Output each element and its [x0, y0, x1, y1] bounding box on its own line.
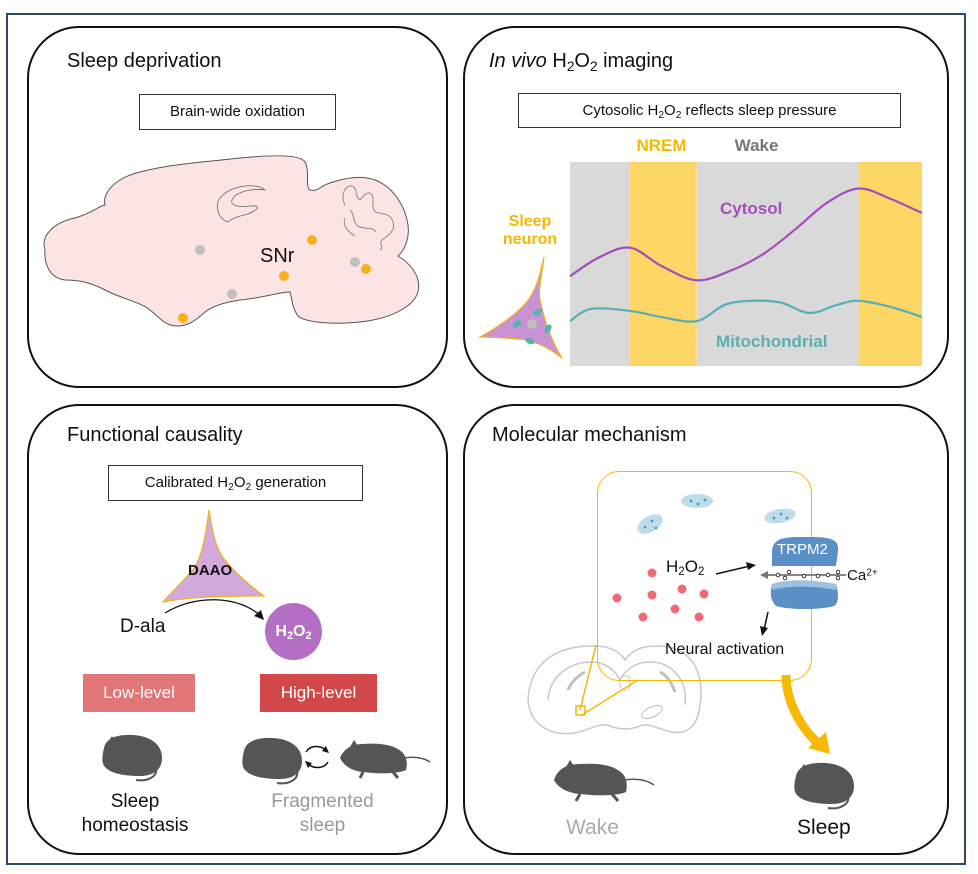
product-h: H	[275, 623, 287, 640]
low-level-badge: Low-level	[83, 674, 195, 712]
trpm2-label: TRPM2	[777, 541, 828, 558]
cerebellum-folia	[342, 185, 395, 251]
calibrated-h2o2-box: Calibrated H2O2 generation	[108, 465, 363, 501]
h2o2-label: H2O2	[666, 557, 705, 579]
series-label-mitochondrial: Mitochondrial	[716, 332, 828, 351]
panel-title-imaging: In vivo H2O2 imaging	[489, 50, 673, 73]
state-band-nrem	[629, 162, 697, 366]
title-in-vivo: In vivo	[489, 50, 547, 72]
series-label-cytosol: Cytosol	[720, 199, 783, 218]
sleeping-mouse-icon	[242, 737, 302, 785]
high-level-badge: High-level	[260, 674, 377, 712]
title-h: H	[552, 50, 567, 72]
sleep-label: Sleep	[797, 816, 851, 839]
title-o: O	[574, 50, 590, 72]
h2o2-sub: 2	[678, 566, 685, 579]
state-band-wake	[696, 162, 859, 366]
awake-mouse-icon	[340, 740, 431, 779]
activation-arrow	[763, 611, 769, 631]
wake-label: Wake	[566, 816, 619, 839]
daao-neuron-icon	[161, 509, 266, 603]
sleep-neuron-label-line1: Sleep	[508, 213, 552, 230]
title-rest: imaging	[597, 50, 674, 72]
brain-dot-oxidized	[307, 235, 317, 245]
band-label-wake: Wake	[734, 136, 779, 155]
series-line-mitochondrial	[569, 299, 923, 323]
zoom-inset-box	[597, 471, 812, 681]
box-text: O	[664, 102, 676, 119]
panel-title-mechanism: Molecular mechanism	[492, 424, 687, 446]
sleep-neuron-label-line2: neuron	[502, 231, 558, 248]
panel-molecular-mechanism	[463, 404, 949, 855]
product-sub: 2	[286, 630, 294, 643]
series-line-cytosol	[569, 187, 923, 282]
product-o: O	[293, 623, 306, 640]
brain-dot-neutral	[350, 257, 360, 267]
box-sub: 2	[675, 109, 682, 121]
sleep-homeostasis-label: Sleep homeostasis	[70, 790, 200, 838]
title-sub: 2	[589, 58, 598, 74]
h2o2-trace-chart	[569, 162, 923, 366]
fragmented-sleep-label: Fragmented sleep	[255, 790, 390, 838]
reaction-arrow	[164, 599, 264, 620]
cycle-arrows-icon	[305, 745, 329, 769]
brain-dot-oxidized	[178, 313, 188, 323]
d-ala-label: D-ala	[120, 616, 166, 637]
box-sub: 2	[228, 481, 234, 493]
band-label-nrem: NREM	[636, 136, 687, 155]
box-text: generation	[251, 474, 327, 491]
box-text: O	[233, 474, 246, 491]
brain-dot-neutral	[227, 289, 237, 299]
outcome-line1: Sleep	[110, 791, 160, 812]
trpm2-channel-icon	[760, 536, 846, 609]
to-sleep-arrow	[781, 674, 824, 749]
box-sub: 2	[245, 481, 252, 493]
cytosolic-h2o2-box: Cytosolic H2O2 reflects sleep pressure	[518, 93, 901, 128]
h2o2-product-circle: H2O2	[265, 603, 322, 660]
brain-outline	[43, 155, 420, 327]
brain-dot-oxidized	[361, 264, 371, 274]
awake-mouse-icon	[554, 760, 655, 802]
neuron-icon	[477, 256, 563, 359]
outcome-line2: sleep	[299, 815, 346, 836]
sleep-neuron-label: Sleep neuron	[490, 213, 570, 249]
ion-charge: 2+	[866, 567, 878, 579]
ion-symbol: Ca	[847, 567, 867, 584]
brain-dot-neutral	[195, 245, 205, 255]
calcium-label: Ca2+	[847, 567, 878, 584]
band-labels: NREM Wake	[570, 136, 922, 160]
h2o2-o: O	[684, 557, 698, 576]
state-band-nrem	[858, 162, 922, 366]
h2o2-molecules	[612, 568, 709, 622]
h2o2-to-trpm2-arrow	[715, 565, 751, 575]
box-sub: 2	[658, 109, 665, 121]
box-text: Cytosolic H	[582, 102, 659, 119]
sleeping-mouse-icon	[102, 734, 162, 782]
box-text: Calibrated H	[144, 474, 229, 491]
mitochondrion-icon	[637, 494, 796, 534]
brain-wide-oxidation-label: Brain-wide oxidation	[139, 94, 336, 130]
product-sub: 2	[305, 630, 312, 643]
panel-title-causality: Functional causality	[67, 424, 243, 446]
state-band-wake	[570, 162, 630, 366]
brain-dot-oxidized	[279, 271, 289, 281]
sleeping-mouse-icon	[794, 762, 854, 810]
h2o2-sub: 2	[697, 566, 705, 579]
title-sub: 2	[566, 58, 575, 74]
daao-label: DAAO	[188, 562, 233, 579]
panel-title-sleep-deprivation: Sleep deprivation	[67, 50, 222, 72]
h2o2-h: H	[666, 557, 679, 576]
box-text: reflects sleep pressure	[681, 102, 837, 119]
arrow-head	[254, 610, 264, 620]
neural-activation-label: Neural activation	[665, 641, 785, 658]
outcome-line2: homeostasis	[81, 815, 189, 836]
outcome-line1: Fragmented	[271, 791, 374, 812]
snr-label: SNr	[260, 245, 295, 267]
hippocampus-outline	[216, 185, 267, 223]
